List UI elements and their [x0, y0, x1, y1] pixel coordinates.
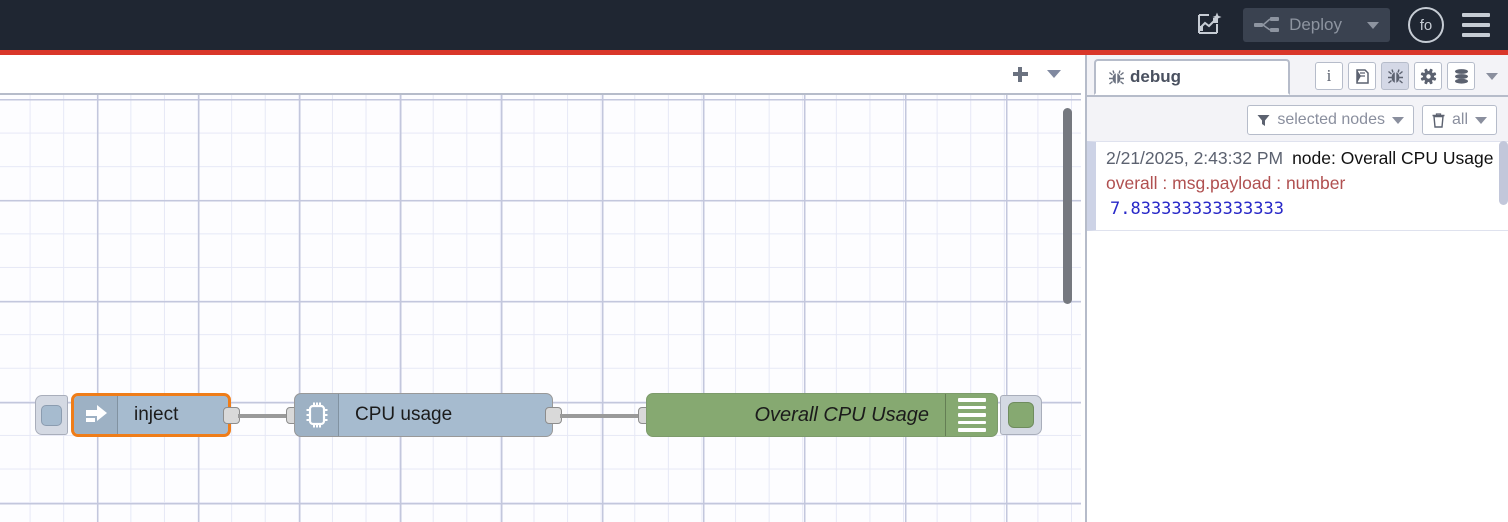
tab-debug-label: debug — [1130, 67, 1181, 86]
debug-bug-icon[interactable] — [1381, 62, 1409, 90]
menu-bar — [1462, 13, 1490, 17]
chevron-down-icon — [1475, 116, 1487, 124]
chevron-down-icon — [1486, 72, 1498, 80]
sidebar-tools-menu-button[interactable] — [1480, 62, 1504, 90]
funnel-icon — [1257, 114, 1270, 126]
info-glyph: i — [1326, 66, 1332, 85]
info-icon[interactable]: i — [1315, 62, 1343, 90]
hamburger-menu-icon[interactable] — [1462, 13, 1490, 37]
debug-message-property: overall : msg.payload : number — [1106, 173, 1346, 193]
node-debug-label: Overall CPU Usage — [754, 403, 929, 426]
deploy-status-stripe — [0, 50, 1508, 55]
flow-tab-bar — [0, 55, 1081, 95]
help-book-icon[interactable] — [1348, 62, 1376, 90]
chevron-down-icon — [1047, 70, 1061, 78]
context-data-icon[interactable] — [1447, 62, 1475, 90]
arrow-right-icon — [74, 396, 118, 434]
debug-message-source-node[interactable]: node: Overall CPU Usage — [1292, 148, 1494, 168]
filter-nodes-button[interactable]: selected nodes — [1247, 105, 1414, 135]
inject-button-face — [41, 404, 62, 426]
wire-cpu-to-debug — [560, 414, 646, 418]
debug-line — [957, 398, 986, 402]
debug-message-timestamp: 2/21/2025, 2:43:32 PM — [1106, 148, 1284, 168]
add-flow-button[interactable] — [1003, 60, 1037, 88]
sidebar-tab-row: debug i — [1087, 59, 1508, 97]
wire-inject-to-cpu — [238, 414, 294, 418]
bug-icon — [1109, 69, 1124, 85]
debug-list-scrollbar[interactable] — [1499, 141, 1508, 205]
node-inject-label: inject — [134, 404, 179, 425]
cpu-chip-icon — [295, 394, 339, 436]
clear-messages-button[interactable]: all — [1421, 105, 1497, 135]
plus-icon-vertical — [1018, 66, 1022, 82]
config-gear-icon[interactable] — [1414, 62, 1442, 90]
debug-line — [957, 428, 986, 432]
flow-workspace: inject CPU usage — [0, 55, 1081, 522]
debug-line — [957, 413, 986, 417]
trash-icon — [1432, 112, 1445, 128]
chevron-down-icon — [1367, 21, 1379, 29]
deploy-button[interactable]: Deploy — [1243, 8, 1356, 42]
clear-messages-label: all — [1451, 111, 1468, 128]
flow-list-menu-button[interactable] — [1037, 60, 1071, 88]
node-cpu-usage[interactable]: CPU usage — [294, 393, 553, 437]
deploy-dropdown-button[interactable] — [1356, 8, 1390, 42]
canvas-vertical-scrollbar[interactable] — [1063, 108, 1072, 304]
chevron-down-icon — [1391, 116, 1404, 124]
deploy-button-group[interactable]: Deploy — [1243, 8, 1390, 42]
debug-node-enable-toggle[interactable] — [1000, 395, 1042, 435]
flow-sparkle-icon[interactable] — [1189, 5, 1229, 45]
sidebar-panel: debug i — [1085, 55, 1508, 522]
sidebar-filter-row: selected nodes all — [1087, 99, 1508, 141]
debug-line — [957, 420, 986, 425]
flow-canvas[interactable]: inject CPU usage — [0, 95, 1081, 522]
debug-message-list[interactable]: 2/21/2025, 2:43:32 PM node: Overall CPU U… — [1087, 141, 1508, 522]
node-cpu-label: CPU usage — [355, 404, 453, 425]
tab-debug[interactable]: debug — [1094, 59, 1290, 95]
debug-toggle-face — [1008, 402, 1034, 428]
menu-bar — [1462, 33, 1490, 37]
debug-message-value: 7.833333333333333 — [1110, 199, 1284, 219]
inject-trigger-button[interactable] — [35, 395, 68, 435]
app-header: Deploy fo — [0, 0, 1508, 50]
debug-message-header: 2/21/2025, 2:43:32 PM node: Overall CPU U… — [1106, 146, 1508, 171]
sidebar-tool-icons: i — [1315, 62, 1508, 95]
filter-nodes-label: selected nodes — [1277, 111, 1385, 128]
deploy-nodes-icon — [1254, 17, 1280, 32]
node-debug-overall-cpu-usage[interactable]: Overall CPU Usage — [646, 393, 998, 437]
deploy-label: Deploy — [1289, 15, 1342, 34]
debug-message-item[interactable]: 2/21/2025, 2:43:32 PM node: Overall CPU U… — [1087, 141, 1508, 231]
user-avatar[interactable]: fo — [1408, 7, 1444, 43]
node-inject[interactable]: inject — [71, 393, 231, 437]
debug-line — [957, 405, 986, 410]
menu-bar — [1462, 23, 1490, 27]
avatar-initials: fo — [1419, 16, 1433, 34]
debug-lines-icon — [945, 394, 997, 436]
